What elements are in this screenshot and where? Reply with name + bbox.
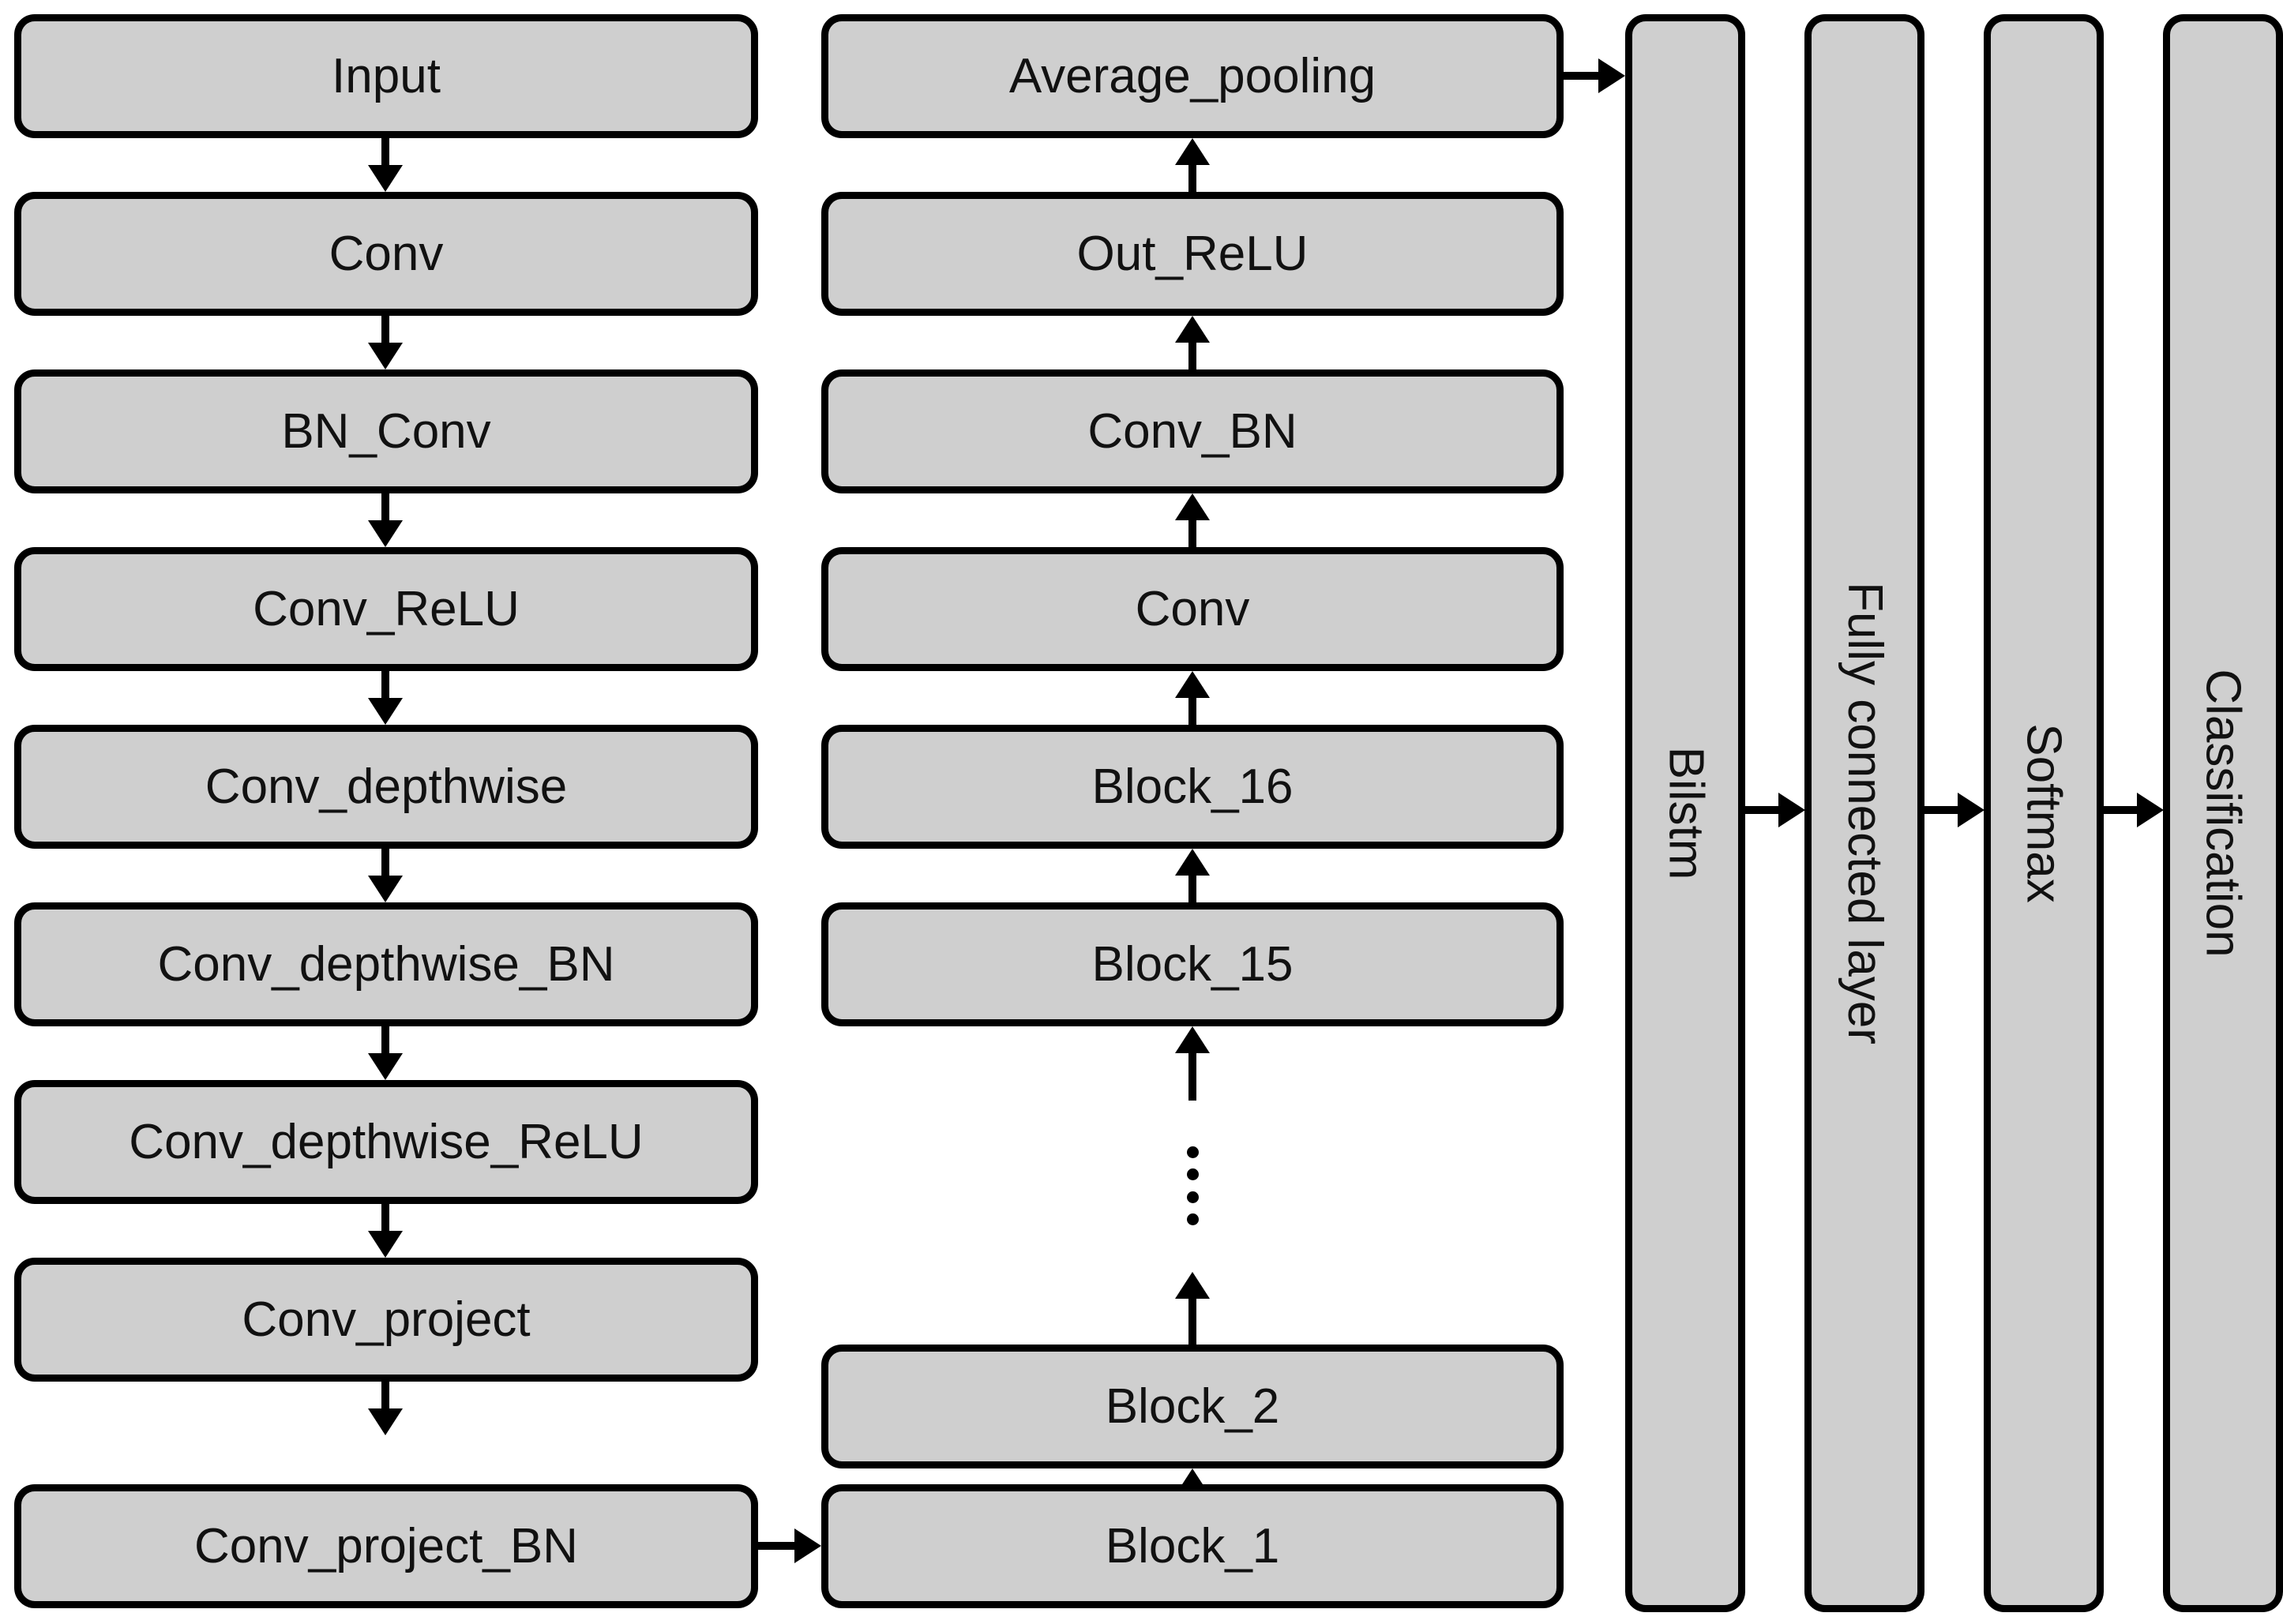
node-label: Conv_ReLU	[253, 581, 520, 636]
node-conv-relu[interactable]: Conv_ReLU	[14, 547, 758, 671]
node-label: Block_2	[1105, 1378, 1280, 1434]
node-conv-project[interactable]: Conv_project	[14, 1258, 758, 1382]
arrow-bilstm-to-fc_layer	[1745, 806, 1778, 814]
node-conv-project-bn[interactable]: Conv_project_BN	[14, 1484, 758, 1608]
arrow-conv_head-to-conv_bn	[1188, 520, 1196, 558]
arrowhead-up-icon	[1175, 1272, 1210, 1299]
node-bn-conv[interactable]: BN_Conv	[14, 369, 758, 493]
ellipsis-dot	[1186, 1213, 1199, 1225]
arrowhead-down-icon	[368, 698, 403, 725]
arrow-conv-to-bn_conv	[381, 316, 389, 354]
arrowhead-up-icon	[1175, 138, 1210, 165]
ellipsis-dot	[1186, 1146, 1199, 1158]
arrowhead-right-icon	[1598, 58, 1625, 93]
arrowhead-up-icon	[1175, 849, 1210, 876]
node-conv-depthwise[interactable]: Conv_depthwise	[14, 725, 758, 849]
arrow-conv_project_bn-to-block_1	[758, 1542, 794, 1550]
node-average-pooling[interactable]: Average_pooling	[821, 14, 1564, 138]
node-label: Input	[332, 48, 441, 103]
arrowhead-down-icon	[368, 876, 403, 902]
node-label: Conv_project_BN	[194, 1518, 578, 1573]
node-label: Block_1	[1105, 1518, 1280, 1573]
arrow-conv_depthwise_bn-to-conv_depthwise_relu	[381, 1026, 389, 1064]
node-label: Softmax	[2017, 723, 2072, 903]
node-conv-head[interactable]: Conv	[821, 547, 1564, 671]
node-label: Average_pooling	[1008, 48, 1376, 103]
node-label: Fully connected layer	[1838, 582, 1893, 1045]
arrow-fc_layer-to-softmax	[1924, 806, 1958, 814]
arrow-conv_bn-to-out_relu	[1188, 343, 1196, 381]
ellipsis-dots	[1186, 1146, 1199, 1225]
arrowhead-right-icon	[2137, 793, 2164, 827]
arrow-input-to-conv	[381, 138, 389, 176]
node-input[interactable]: Input	[14, 14, 758, 138]
arrowhead-right-icon	[794, 1528, 821, 1563]
node-label: Conv_depthwise_BN	[157, 936, 615, 992]
ellipsis-dot	[1186, 1191, 1199, 1203]
node-conv-depthwise-relu[interactable]: Conv_depthwise_ReLU	[14, 1080, 758, 1204]
arrow-out_relu-to-average_pooling	[1188, 165, 1196, 203]
arrow-conv_project-to-conv_project_bn	[381, 1382, 389, 1420]
node-label: BN_Conv	[281, 403, 491, 459]
arrow-average_pooling-to-bilstm	[1564, 72, 1598, 80]
arrowhead-down-icon	[368, 1408, 403, 1435]
arrow-conv_depthwise_relu-to-conv_project	[381, 1204, 389, 1242]
node-label: Conv_project	[242, 1292, 531, 1347]
node-softmax[interactable]: Softmax	[1984, 14, 2104, 1612]
node-label: Conv_depthwise	[205, 759, 568, 814]
arrow-block_15-to-block_16	[1188, 876, 1196, 913]
arrow-conv_relu-to-conv_depthwise	[381, 671, 389, 709]
node-label: Conv_BN	[1087, 403, 1297, 459]
node-label: Block_16	[1091, 759, 1294, 814]
node-fully-connected-layer[interactable]: Fully connected layer	[1804, 14, 1924, 1612]
node-classification[interactable]: Classification	[2163, 14, 2283, 1612]
node-label: Block_15	[1091, 936, 1294, 992]
arrowhead-down-icon	[368, 520, 403, 547]
node-out-relu[interactable]: Out_ReLU	[821, 192, 1564, 316]
arrowhead-down-icon	[368, 165, 403, 192]
node-conv-depthwise-bn[interactable]: Conv_depthwise_BN	[14, 902, 758, 1026]
arrow-conv_depthwise-to-conv_depthwise_bn	[381, 849, 389, 887]
arrowhead-right-icon	[1958, 793, 1984, 827]
arrowhead-up-icon	[1175, 493, 1210, 520]
arrowhead-down-icon	[368, 1053, 403, 1080]
node-block-15[interactable]: Block_15	[821, 902, 1564, 1026]
arrowhead-up-icon	[1175, 671, 1210, 698]
node-label: Bilstm	[1658, 746, 1713, 880]
node-label: Classification	[2196, 669, 2251, 958]
node-label: Conv_depthwise_ReLU	[129, 1114, 644, 1169]
node-conv-bn[interactable]: Conv_BN	[821, 369, 1564, 493]
node-label: Conv	[1135, 581, 1250, 636]
arrow-ellipsis-lower-shaft	[1188, 1299, 1196, 1345]
node-block-1[interactable]: Block_1	[821, 1484, 1564, 1608]
node-label: Conv	[329, 226, 444, 281]
arrow-ellipsis-upper-shaft	[1188, 1053, 1196, 1101]
arrow-block_16-to-conv_head	[1188, 698, 1196, 736]
node-block-2[interactable]: Block_2	[821, 1345, 1564, 1468]
node-label: Out_ReLU	[1076, 226, 1309, 281]
arrowhead-up-icon	[1175, 316, 1210, 343]
arrowhead-down-icon	[368, 1231, 403, 1258]
ellipsis-dot	[1186, 1168, 1199, 1181]
arrowhead-up-icon	[1175, 1026, 1210, 1053]
node-conv[interactable]: Conv	[14, 192, 758, 316]
arrowhead-down-icon	[368, 343, 403, 369]
arrowhead-right-icon	[1778, 793, 1805, 827]
arrow-softmax-to-classification	[2104, 806, 2137, 814]
node-block-16[interactable]: Block_16	[821, 725, 1564, 849]
node-bilstm[interactable]: Bilstm	[1625, 14, 1745, 1612]
arrow-bn_conv-to-conv_relu	[381, 493, 389, 531]
